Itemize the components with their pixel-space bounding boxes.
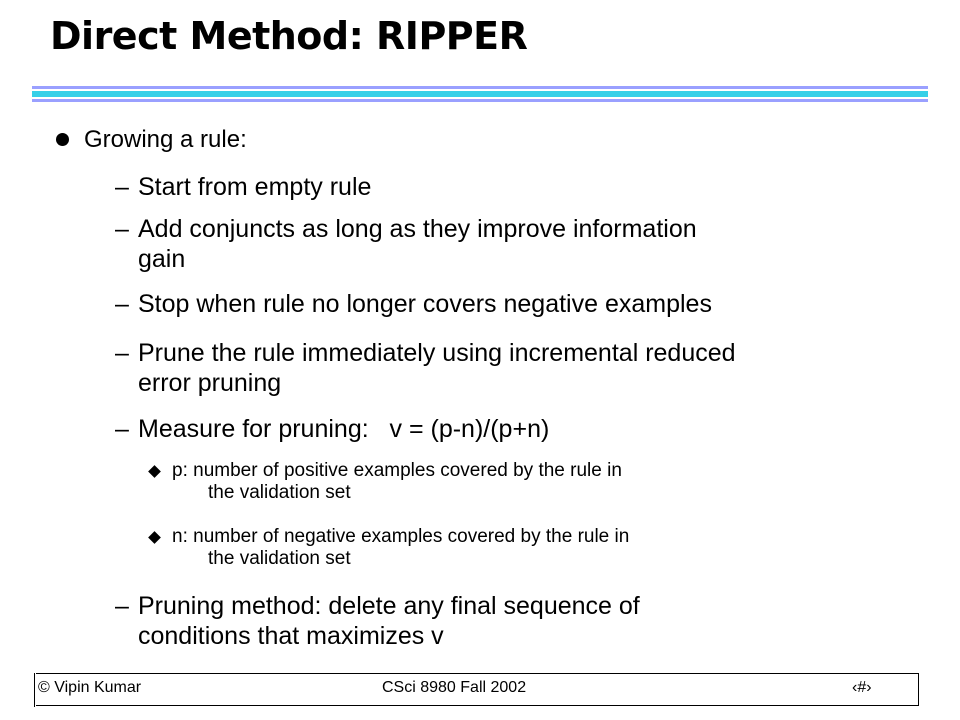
title-divider-top xyxy=(32,86,928,89)
title-divider-bottom xyxy=(32,99,928,102)
subbullet-prune: Prune the rule immediately using increme… xyxy=(138,338,878,398)
slide-title: Direct Method: RIPPER xyxy=(50,14,528,58)
subsubbullet-n-line2: the validation set xyxy=(208,548,351,569)
dash-icon: – xyxy=(115,215,129,243)
diamond-bullet-icon xyxy=(148,465,161,478)
subsubbullet-p-line2: the validation set xyxy=(208,482,351,503)
subsubbullet-p: p: number of positive examples covered b… xyxy=(172,460,832,504)
footer-course: CSci 8980 Fall 2002 xyxy=(382,679,527,696)
title-divider-middle xyxy=(32,91,928,97)
subbullet-pruning-method: Pruning method: delete any final sequenc… xyxy=(138,591,878,651)
footer-frame xyxy=(36,673,919,706)
subsubbullet-n: n: number of negative examples covered b… xyxy=(172,526,832,570)
bullet-dot-icon xyxy=(56,133,69,146)
dash-icon: – xyxy=(115,290,129,318)
dash-icon: – xyxy=(115,173,129,201)
subbullet-add-conjuncts-line2: gain xyxy=(138,245,186,273)
dash-icon: – xyxy=(115,339,129,367)
footer-copyright: © Vipin Kumar xyxy=(38,679,142,696)
footer-left-edge xyxy=(34,673,35,707)
subbullet-start: Start from empty rule xyxy=(138,173,372,201)
subbullet-measure: Measure for pruning: v = (p-n)/(p+n) xyxy=(138,415,550,443)
subsubbullet-p-line1: p: number of positive examples covered b… xyxy=(172,460,622,481)
dash-icon: – xyxy=(115,592,129,620)
footer-page-number: ‹#› xyxy=(852,679,872,696)
dash-icon: – xyxy=(115,415,129,443)
subsubbullet-n-line1: n: number of negative examples covered b… xyxy=(172,526,630,547)
subbullet-add-conjuncts: Add conjuncts as long as they improve in… xyxy=(138,214,878,274)
subbullet-pruning-method-line2: conditions that maximizes v xyxy=(138,622,444,650)
subbullet-pruning-method-line1: Pruning method: delete any final sequenc… xyxy=(138,592,640,620)
bullet-growing-rule: Growing a rule: xyxy=(84,126,247,153)
subbullet-add-conjuncts-line1: Add conjuncts as long as they improve in… xyxy=(138,215,697,243)
subbullet-prune-line2: error pruning xyxy=(138,369,282,397)
subbullet-stop: Stop when rule no longer covers negative… xyxy=(138,290,712,318)
diamond-bullet-icon xyxy=(148,531,161,544)
subbullet-prune-line1: Prune the rule immediately using increme… xyxy=(138,339,736,367)
